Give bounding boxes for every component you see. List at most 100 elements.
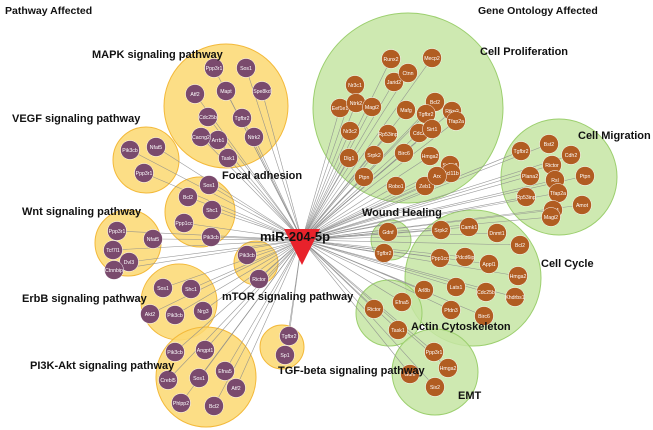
gene-node-pi3k-bcl2[interactable]: Bcl2 bbox=[204, 396, 224, 416]
gene-node-prolif-birc6[interactable]: Birc6 bbox=[394, 143, 414, 163]
gene-node-prolif-tfap2a[interactable]: Tfap2a bbox=[446, 111, 466, 131]
gene-node-cycle-ppp1cc[interactable]: Ppp1cc bbox=[430, 248, 450, 268]
gene-node-prolif-ctnn[interactable]: Ctnn bbox=[398, 63, 418, 83]
gene-node-emt-six2[interactable]: Six2 bbox=[425, 377, 445, 397]
gene-node-vegf-nfat5[interactable]: Nfat5 bbox=[146, 137, 166, 157]
gene-node-cycle-khdrbs1[interactable]: Khdrbs1 bbox=[505, 287, 525, 307]
gene-node-label: Shc1 bbox=[206, 208, 218, 214]
gene-node-wnt-tcf7l1[interactable]: Tcf7l1 bbox=[103, 240, 123, 260]
gene-node-label: Efna5 bbox=[218, 369, 232, 375]
gene-node-migr-rp53inp[interactable]: Rp53inp bbox=[516, 187, 536, 207]
gene-node-migr-amot[interactable]: Amot bbox=[572, 195, 592, 215]
gene-node-cycle-pdcd6ip[interactable]: Pdcd6ip bbox=[455, 247, 475, 267]
gene-node-prolif-ptpn[interactable]: Ptpn bbox=[354, 167, 374, 187]
gene-node-mapk-cdc25b[interactable]: Cdc25b bbox=[198, 107, 218, 127]
gene-node-pi3k-crebl5[interactable]: Crebl5 bbox=[158, 370, 178, 390]
gene-node-focal-ppp1cc[interactable]: Ppp1cc bbox=[174, 213, 194, 233]
gene-node-migr-ptpn[interactable]: Ptpn bbox=[575, 166, 595, 186]
gene-node-prolif-tgfbr2[interactable]: Tgfbr2 bbox=[416, 104, 436, 124]
gene-node-cycle-pfdn3[interactable]: Pfdn3 bbox=[441, 300, 461, 320]
gene-node-pi3k-phlpp2[interactable]: Phlpp2 bbox=[171, 393, 191, 413]
gene-node-mtor-pik3cb[interactable]: Pik3cb bbox=[237, 245, 257, 265]
gene-node-emt-gdnf[interactable]: Gdnf bbox=[400, 364, 420, 384]
gene-node-tgf-sp1[interactable]: Sp1 bbox=[275, 345, 295, 365]
gene-node-mapk-mapt[interactable]: Mapt bbox=[216, 81, 236, 101]
gene-node-prolif-hmga2[interactable]: Hmga2 bbox=[420, 146, 440, 166]
gene-node-migr-tgfbr2[interactable]: Tgfbr2 bbox=[511, 141, 531, 161]
gene-node-mapk-task1[interactable]: Task1 bbox=[218, 148, 238, 168]
gene-node-prolif-nr3c2[interactable]: Nr3c2 bbox=[340, 121, 360, 141]
gene-node-pi3k-pik3cb[interactable]: Pik3cb bbox=[165, 342, 185, 362]
gene-node-erbb-akt2[interactable]: Akt2 bbox=[140, 304, 160, 324]
gene-node-circle bbox=[232, 108, 252, 128]
gene-node-mapk-arrb1[interactable]: Arrb1 bbox=[208, 130, 228, 150]
gene-node-wnt-ctnnbip[interactable]: Ctnnbip bbox=[104, 260, 124, 280]
gene-node-wound-tgfbr2[interactable]: Tgfbr2 bbox=[374, 243, 394, 263]
gene-node-wound-gdnf[interactable]: Gdnf bbox=[378, 222, 398, 242]
gene-node-prolif-sirt1[interactable]: Sirt1 bbox=[422, 119, 442, 139]
gene-node-emt-hmga2[interactable]: Hmga2 bbox=[438, 358, 458, 378]
gene-node-cycle-appl1[interactable]: Appl1 bbox=[479, 254, 499, 274]
gene-node-pi3k-atf2[interactable]: Atf2 bbox=[226, 378, 246, 398]
gene-node-erbb-nrg3[interactable]: Nrg3 bbox=[193, 301, 213, 321]
gene-node-migr-bst2[interactable]: Bst2 bbox=[539, 134, 559, 154]
gene-node-prolif-magi2[interactable]: Magi2 bbox=[362, 97, 382, 117]
gene-node-mapk-cacng2[interactable]: Cacng2 bbox=[191, 127, 211, 147]
gene-node-pi3k-sos1[interactable]: Sos1 bbox=[189, 368, 209, 388]
gene-node-prolif-rp53inp[interactable]: Rp53inp bbox=[378, 124, 398, 144]
gene-node-circle bbox=[198, 107, 218, 127]
gene-node-mapk-tgfbr2[interactable]: Tgfbr2 bbox=[232, 108, 252, 128]
gene-node-prolif-dlg1[interactable]: Dlg1 bbox=[339, 148, 359, 168]
gene-node-focal-pik3cb[interactable]: Pik3cb bbox=[201, 227, 221, 247]
gene-node-vegf-pik3cb[interactable]: Pik3cb bbox=[120, 140, 140, 160]
gene-node-prolif-mafg[interactable]: Mafg bbox=[396, 100, 416, 120]
gene-node-wnt-nfat5[interactable]: Nfat5 bbox=[143, 229, 163, 249]
gene-node-migr-magi2[interactable]: Magi2 bbox=[541, 207, 561, 227]
gene-node-migr-cdh2[interactable]: Cdh2 bbox=[561, 145, 581, 165]
gene-node-actin-task1[interactable]: Task1 bbox=[388, 320, 408, 340]
gene-node-label: Nr3c1 bbox=[348, 83, 362, 89]
gene-node-label: Zeb1 bbox=[419, 184, 431, 190]
gene-node-mapk-ntrk2[interactable]: Ntrk2 bbox=[244, 127, 264, 147]
gene-node-vegf-ppp3r1[interactable]: Ppp3r1 bbox=[134, 163, 154, 183]
gene-node-cycle-camk1[interactable]: Camk1 bbox=[459, 217, 479, 237]
gene-node-focal-bcl2[interactable]: Bcl2 bbox=[178, 187, 198, 207]
gene-node-prolif-robo1[interactable]: Robo1 bbox=[386, 176, 406, 196]
gene-node-cycle-srpk2[interactable]: Srpk2 bbox=[431, 220, 451, 240]
gene-node-circle bbox=[425, 377, 445, 397]
gene-node-cycle-hmga2[interactable]: Hmga2 bbox=[508, 266, 528, 286]
gene-node-cycle-arl8b[interactable]: Arl8b bbox=[414, 280, 434, 300]
gene-node-label: Ppp1cc bbox=[175, 221, 193, 227]
gene-node-cycle-cdc25b[interactable]: Cdc25b bbox=[476, 282, 496, 302]
gene-node-migr-plana2[interactable]: Plana2 bbox=[520, 166, 540, 186]
gene-node-mapk-ppp3r1[interactable]: Ppp3r1 bbox=[204, 58, 224, 78]
gene-node-emt-ppp3r1[interactable]: Ppp3r1 bbox=[424, 342, 444, 362]
gene-node-pi3k-efna5[interactable]: Efna5 bbox=[215, 361, 235, 381]
gene-node-pi3k-angpt1[interactable]: Angpt1 bbox=[195, 340, 215, 360]
gene-node-cycle-birc6[interactable]: Birc6 bbox=[474, 306, 494, 326]
gene-node-prolif-jarid2[interactable]: Jarid2 bbox=[384, 72, 404, 92]
gene-node-cycle-dnmt1[interactable]: Dnmt1 bbox=[487, 223, 507, 243]
gene-node-actin-efna5[interactable]: Efna5 bbox=[392, 292, 412, 312]
gene-node-mapk-sos1[interactable]: Sos1 bbox=[236, 58, 256, 78]
gene-node-wnt-ppp3r1[interactable]: Ppp3r1 bbox=[107, 221, 127, 241]
gene-node-mapk-spe8kd[interactable]: Spe8kd bbox=[252, 81, 272, 101]
gene-node-erbb-pik3cb[interactable]: Pik3cb bbox=[165, 305, 185, 325]
gene-node-mtor-rictor[interactable]: Rictor bbox=[249, 269, 269, 289]
gene-node-migr-tfap2a[interactable]: Tfap2a bbox=[548, 183, 568, 203]
gene-node-prolif-mecp2[interactable]: Mecp2 bbox=[422, 48, 442, 68]
gene-node-prolif-srpk2[interactable]: Srpk2 bbox=[364, 145, 384, 165]
gene-node-mapk-atf2[interactable]: Atf2 bbox=[185, 84, 205, 104]
gene-node-prolif-arx[interactable]: Arx bbox=[427, 166, 447, 186]
gene-node-focal-sos1[interactable]: Sos1 bbox=[199, 175, 219, 195]
gene-node-erbb-sos1[interactable]: Sos1 bbox=[153, 278, 173, 298]
gene-node-actin-rictor[interactable]: Rictor bbox=[364, 299, 384, 319]
gene-node-prolif-runx2[interactable]: Runx2 bbox=[381, 49, 401, 69]
gene-node-circle bbox=[384, 72, 404, 92]
gene-node-cycle-bcl2[interactable]: Bcl2 bbox=[510, 235, 530, 255]
gene-node-cycle-lats1[interactable]: Lats1 bbox=[446, 277, 466, 297]
gene-node-prolif-nr3c1[interactable]: Nr3c1 bbox=[345, 75, 365, 95]
gene-node-tgf-tgfbr2[interactable]: Tgfbr2 bbox=[279, 326, 299, 346]
gene-node-focal-shc1[interactable]: Shc1 bbox=[202, 200, 222, 220]
gene-node-erbb-shc1[interactable]: Shc1 bbox=[181, 279, 201, 299]
